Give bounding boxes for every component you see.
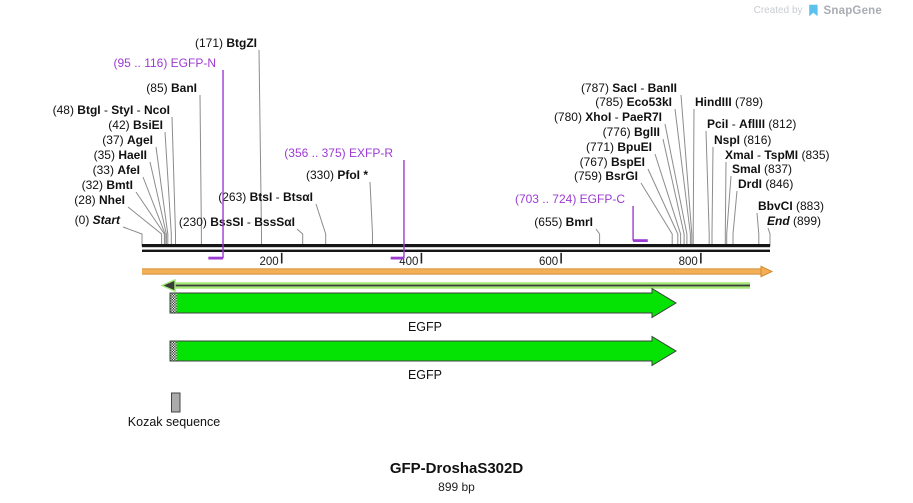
site-leader-xhoi-paer7i (664, 123, 688, 247)
site-leader-btsi (315, 203, 327, 247)
sequence-title: GFP-DroshaS302D (389, 460, 524, 477)
site-label-bmti[interactable]: (32) BmtI (82, 178, 133, 192)
kozak-feature-box[interactable] (171, 392, 181, 413)
site-label-nhei[interactable]: (28) NheI (74, 193, 125, 207)
site-leader-nspi (711, 146, 714, 247)
cds-arrow-egfp-2[interactable] (169, 335, 677, 367)
sequence-line-top-strand (142, 244, 770, 248)
site-label-hindiii[interactable]: HindIII (789) (695, 95, 763, 109)
cds-hatched-edge (170, 293, 177, 313)
watermark: Created by SnapGene (754, 4, 882, 17)
site-label-btgi-styi-ncoi[interactable]: (48) BtgI - StyI - NcoI (53, 103, 170, 117)
site-leader-bbvci (756, 212, 760, 247)
site-label-btsi[interactable]: (263) BtsI - BtsαI (218, 190, 313, 204)
site-label-bsrgi[interactable]: (759) BsrGI (574, 169, 638, 183)
site-leader-bsrgi (640, 182, 673, 247)
watermark-brand: SnapGene (823, 4, 882, 17)
site-leader-bani (199, 94, 202, 247)
site-leader-bsiei (164, 131, 172, 247)
site-label-start[interactable]: (0) Start (75, 213, 121, 227)
site-label-bglii[interactable]: (776) BglII (603, 125, 660, 139)
site-label-agei[interactable]: (37) AgeI (102, 133, 153, 147)
ruler-number-400: 400 (399, 256, 418, 268)
site-label-bsiei[interactable]: (42) BsiEI (108, 118, 163, 132)
site-label-bsssi[interactable]: (230) BssSI - BssSαI (179, 215, 295, 229)
ruler-number-600: 600 (539, 256, 558, 268)
site-label-xmai-tspmi[interactable]: XmaI - TspMI (835) (725, 148, 830, 162)
site-label-bpuei[interactable]: (771) BpuEI (586, 140, 652, 154)
site-leader-pcii-afliii (705, 130, 710, 247)
site-leader-btgi-styi-ncoi (171, 116, 176, 247)
site-leader-smai (726, 175, 732, 247)
site-label-pfoi[interactable]: (330) PfoI * (306, 168, 368, 182)
sequence-length: 899 bp (438, 480, 475, 494)
ruler-number-800: 800 (679, 256, 698, 268)
map-footer: GFP-DroshaS302D 899 bp (0, 460, 913, 494)
snapgene-logo-icon (808, 4, 819, 17)
site-label-bspei[interactable]: (767) BspEI (580, 155, 645, 169)
site-leader-end (767, 227, 771, 247)
site-leader-eco53ki (674, 108, 691, 247)
site-label-bmri[interactable]: (655) BmrI (534, 215, 593, 229)
site-label-nspi[interactable]: NspI (816) (714, 133, 771, 147)
site-leader-bsssi (296, 228, 304, 247)
site-leader-xmai-tspmi (724, 161, 727, 247)
site-label-haeii[interactable]: (35) HaeII (94, 148, 147, 162)
site-leader-bglii (662, 138, 685, 247)
site-label-drdi[interactable]: DrdI (846) (738, 177, 793, 191)
site-label-end[interactable]: End (899) (767, 214, 821, 228)
primer-label-egfp-c[interactable]: (703 .. 724) EGFP-C (515, 192, 625, 206)
site-leader-nhei (127, 206, 163, 247)
site-leader-bmri (595, 228, 601, 247)
site-label-pcii-afliii[interactable]: PciI - AflIII (812) (707, 117, 796, 131)
kozak-label: Kozak sequence (128, 415, 220, 429)
site-label-btgzi[interactable]: (171) BtgZI (195, 36, 257, 50)
ruler-number-200: 200 (260, 256, 279, 268)
site-leader-btgzi (258, 49, 262, 247)
site-leader-afei (142, 176, 166, 247)
cds-label-egfp-2: EGFP (408, 368, 442, 382)
cds-arrow-egfp-1[interactable] (169, 287, 677, 319)
scale-arrowhead (760, 265, 774, 278)
cds-hatched-edge (170, 341, 177, 361)
site-leader-hindiii (692, 108, 695, 247)
site-leader-drdi (732, 190, 738, 247)
site-leader-bspei (647, 168, 679, 247)
site-leader-agei (155, 146, 169, 247)
site-label-eco53ki[interactable]: (785) Eco53kI (595, 95, 672, 109)
site-label-bani[interactable]: (85) BanI (146, 81, 197, 95)
watermark-created-by: Created by (753, 5, 803, 16)
site-label-afei[interactable]: (33) AfeI (93, 163, 140, 177)
site-label-smai[interactable]: SmaI (837) (732, 162, 792, 176)
site-leader-bmti (135, 191, 165, 247)
site-label-saci-banii[interactable]: (787) SacI - BanII (581, 81, 677, 95)
reverse-arrowhead (160, 278, 176, 293)
sequence-line-bottom-strand (142, 249, 770, 252)
sequence-map-svg: (171) BtgZI (85) BanI (48) BtgI - StyI - N… (53, 36, 830, 429)
primer-label-egfp-n[interactable]: (95 .. 116) EGFP-N (114, 56, 216, 70)
site-label-xhoi-paer7i[interactable]: (780) XhoI - PaeR7I (554, 110, 662, 124)
site-leader-haeii (149, 161, 167, 247)
cds-label-egfp-1: EGFP (408, 320, 442, 334)
site-leader-saci-banii (680, 94, 693, 247)
site-leader-pfoi (369, 181, 373, 247)
site-label-bbvci[interactable]: BbvCI (883) (758, 199, 824, 213)
primer-label-exfp-r[interactable]: (356 .. 375) EXFP-R (284, 146, 393, 160)
site-leader-bpuei (654, 153, 682, 247)
site-leader-start (122, 226, 143, 247)
